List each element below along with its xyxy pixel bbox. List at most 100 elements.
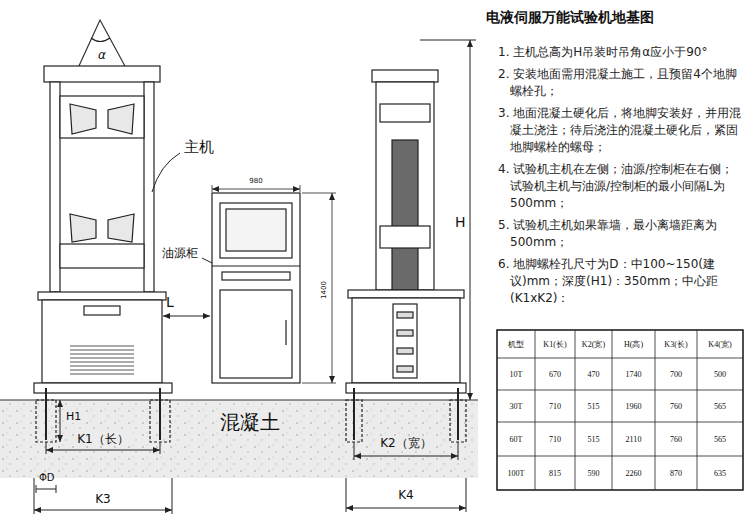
width-dimension-line [212,189,300,190]
dimension-value: 980 [249,177,262,185]
k1-dimension-line [46,450,160,451]
extension-line [46,442,47,454]
column [50,82,60,292]
cabinet-door [220,290,292,378]
column [144,82,154,292]
lifting-sling [78,20,126,68]
machine-base [352,298,460,383]
k4-dimension-line [346,508,466,509]
table-cell: 870 [655,456,697,490]
anchor-bolt [353,388,355,440]
foot-plate [346,383,466,393]
extension-line [302,193,336,194]
dimension-label: H [455,214,466,231]
slot [397,312,413,318]
middle-crosshead [60,244,144,268]
door-handle [285,320,286,345]
h1-dimension-line [60,400,61,442]
table-cell: 500 [697,358,743,390]
part-name: 油源柜 [162,246,198,260]
spec-table-grid [497,330,743,490]
extension-line [172,478,173,514]
dimension-label: H1 [64,410,83,423]
dimension-value: 1400 [320,281,328,299]
extension-line [300,185,301,192]
table-rule [497,422,743,423]
dimension-label: K1（长） [75,432,131,446]
table-header: K2(宽) [575,330,612,358]
install-note: 2. 安装地面需用混凝土施工，且预留4个地脚螺栓孔； [498,66,742,100]
table-rule [697,330,698,490]
anchor-bolt [457,388,459,440]
cabinet-panel [220,203,292,258]
table-cell: 60T [497,422,535,456]
cabinet-body [212,193,300,383]
table-cell: 710 [535,390,575,422]
control-panel [84,306,120,315]
table-cell: 1740 [612,358,655,390]
table-rule [535,330,536,490]
concrete-speckle [0,400,478,478]
dimension-label: L [166,294,174,311]
concrete-ground [0,400,478,478]
h-dimension-line [470,40,471,400]
table-rule [497,456,743,457]
table-border [497,330,743,490]
table-cell: 1960 [612,390,655,422]
slot [397,348,413,354]
concrete-fill [0,400,478,478]
table-rule [575,330,576,490]
grip-jaw [70,104,96,134]
leader-line [152,153,180,192]
upper-crosshead [60,96,144,138]
table-rule [612,330,613,490]
material-label: 混凝土 [218,410,282,434]
table-header: K3(长) [655,330,697,358]
extension-line [420,40,476,41]
table-cell: 815 [535,456,575,490]
upper-crosshead [380,104,430,122]
machine-base [42,300,162,383]
install-note: 5. 试验机主机如果靠墙，最小离墙距离为500mm； [498,217,742,251]
table-cell: 565 [697,390,743,422]
table-cell: 700 [655,358,697,390]
cabinet-dimensions [212,185,336,383]
anchor-bolt [159,388,161,440]
table-header: K4(宽) [697,330,743,358]
grip-jaw [108,104,134,134]
table-rule [497,390,743,391]
install-note: 6. 地脚螺栓孔尺寸为D：中100~150(建议)mm；深度(H1)：350mm… [498,256,742,307]
cabinet-divider [212,265,300,266]
extension-line [354,442,355,460]
dimension-label: K3 [95,492,111,506]
table-cell: 670 [535,358,575,390]
sling-angle-arc [91,38,110,42]
front-dimensions [34,153,218,514]
table-cell: 515 [575,422,612,456]
part-name: 主机 [184,138,214,156]
top-beam [44,66,160,82]
extension-line [466,478,467,512]
notes-list: 1. 主机总高为H吊装时吊角α应小于90°2. 安装地面需用混凝土施工，且预留4… [498,44,742,312]
extension-line [160,442,161,454]
main-machine-front [34,20,172,442]
k3-dimension-line [34,510,172,511]
extension-line [212,185,213,192]
install-note: 3. 地面混凝土硬化后，将地脚安装好，并用混凝土浇注；待后浇注的混凝土硬化后，紧… [498,105,742,156]
table-cell: 710 [535,422,575,456]
table-header: K1(长) [535,330,575,358]
slot [397,366,413,372]
table-cell: 470 [575,358,612,390]
gap-dimension-line [163,316,210,317]
table-cell: 10T [497,358,535,390]
extension-line [34,478,35,514]
side-dimensions [346,40,476,512]
base-top-plate [38,292,166,300]
diameter-dimension-line [36,489,56,490]
table-cell: 2260 [612,456,655,490]
base-top-plate [348,290,464,298]
k2-dimension-line [354,456,458,457]
table-cell: 515 [575,390,612,422]
